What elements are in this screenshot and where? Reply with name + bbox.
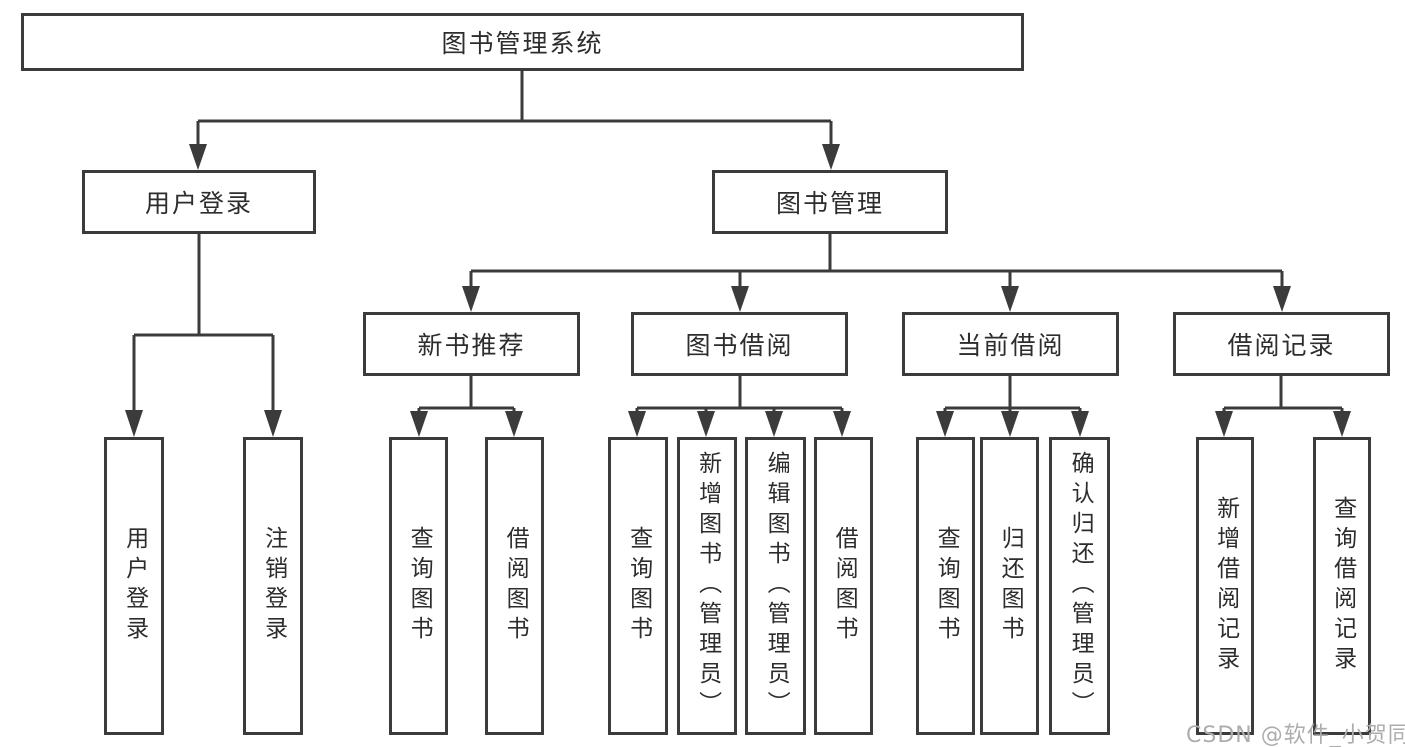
arrowhead: [1215, 411, 1233, 437]
node-leaf-logout: 注销登录: [243, 437, 303, 735]
node-leaf-query-book-3: 查询图书: [916, 437, 975, 735]
arrowhead: [765, 411, 783, 437]
node-user-login: 用户登录: [82, 170, 316, 234]
node-leaf-query-record: 查询借阅记录: [1313, 437, 1371, 735]
connector-book-borrow: [635, 376, 844, 414]
node-leaf-borrow-book-2-label: 借阅图书: [831, 526, 858, 646]
node-leaf-borrow-book-2: 借阅图书: [814, 437, 873, 735]
node-leaf-confirm-return-label: 确认归还（管理员）: [1067, 451, 1094, 721]
node-book-borrow-label: 图书借阅: [685, 331, 794, 360]
node-leaf-confirm-return: 确认归还（管理员）: [1049, 437, 1110, 735]
node-book-mgmt-label: 图书管理: [775, 189, 884, 218]
node-leaf-return-book-label: 归还图书: [997, 526, 1024, 646]
connector-book-mgmt: [469, 233, 1284, 290]
node-leaf-edit-book: 编辑图书（管理员）: [745, 437, 806, 735]
node-leaf-borrow-book-1-label: 借阅图书: [502, 526, 529, 646]
connector-borrow-record: [1222, 376, 1344, 414]
node-user-login-label: 用户登录: [144, 189, 253, 218]
node-leaf-edit-book-label: 编辑图书（管理员）: [763, 451, 790, 721]
node-leaf-add-record: 新增借阅记录: [1196, 437, 1254, 735]
node-borrow-record: 借阅记录: [1173, 312, 1390, 376]
arrowhead: [1071, 411, 1089, 437]
node-leaf-add-record-label: 新增借阅记录: [1212, 496, 1239, 676]
arrowhead: [697, 411, 715, 437]
arrowhead: [1273, 286, 1291, 312]
arrowhead: [505, 411, 523, 437]
node-leaf-logout-label: 注销登录: [260, 526, 287, 646]
arrowhead: [410, 411, 428, 437]
arrowhead: [628, 411, 646, 437]
node-leaf-query-book-2: 查询图书: [608, 437, 668, 735]
connector-new-book-rec: [417, 376, 516, 414]
arrowhead: [936, 411, 954, 437]
connector-user-login: [132, 233, 275, 414]
arrowhead: [1333, 411, 1351, 437]
node-root-label: 图书管理系统: [441, 29, 604, 58]
node-leaf-add-book: 新增图书（管理员）: [677, 437, 737, 735]
arrowhead: [1001, 411, 1019, 437]
node-current-borrow-label: 当前借阅: [956, 331, 1065, 360]
node-new-book-rec-label: 新书推荐: [417, 331, 526, 360]
connector-root: [196, 70, 833, 148]
node-leaf-return-book: 归还图书: [980, 437, 1039, 735]
node-new-book-rec: 新书推荐: [363, 312, 580, 376]
node-borrow-record-label: 借阅记录: [1227, 331, 1336, 360]
arrowheads: [125, 144, 1351, 437]
node-book-borrow: 图书借阅: [631, 312, 848, 376]
node-leaf-user-login-label: 用户登录: [121, 526, 148, 646]
connector-current-borrow: [943, 376, 1082, 414]
node-leaf-user-login: 用户登录: [104, 437, 164, 735]
node-leaf-add-book-label: 新增图书（管理员）: [694, 451, 721, 721]
arrowhead: [822, 144, 840, 170]
node-leaf-borrow-book-1: 借阅图书: [485, 437, 544, 735]
csdn-watermark: CSDN @软件_小贺同学: [1186, 723, 1405, 747]
node-leaf-query-book-1-label: 查询图书: [406, 526, 433, 646]
arrowhead: [125, 410, 143, 437]
arrowhead: [1001, 286, 1019, 312]
arrowhead: [264, 410, 282, 437]
node-leaf-query-book-3-label: 查询图书: [933, 526, 960, 646]
arrowhead: [833, 411, 851, 437]
node-book-mgmt: 图书管理: [712, 170, 948, 234]
node-current-borrow: 当前借阅: [902, 312, 1119, 376]
node-leaf-query-record-label: 查询借阅记录: [1329, 496, 1356, 676]
node-leaf-query-book-1: 查询图书: [389, 437, 448, 735]
node-leaf-query-book-2-label: 查询图书: [625, 526, 652, 646]
arrowhead: [462, 286, 480, 312]
node-root: 图书管理系统: [21, 13, 1024, 71]
arrowhead: [189, 144, 207, 170]
arrowhead: [731, 286, 749, 312]
